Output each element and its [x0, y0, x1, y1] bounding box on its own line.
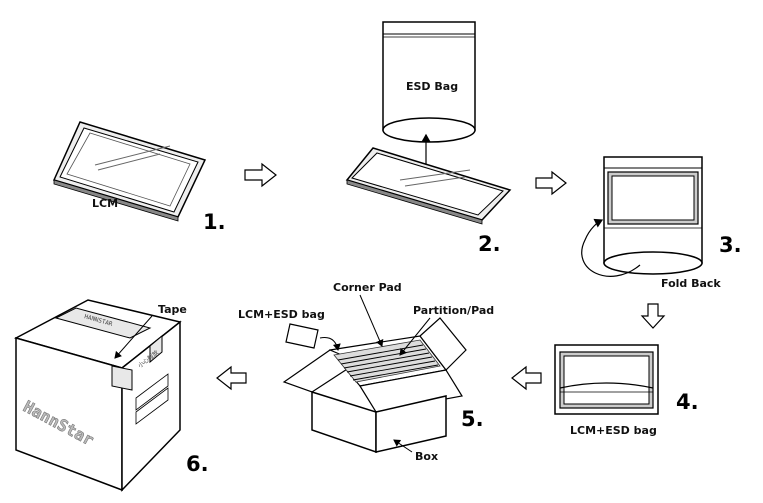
- box-label-block: [135, 373, 169, 425]
- step5-open-box: [282, 317, 467, 454]
- lcm-esd-bag-step5-label: LCM+ESD bag: [238, 308, 325, 321]
- step-4-number: 4.: [676, 390, 699, 414]
- step6-sealed-box: [13, 299, 182, 492]
- step4-folded-bag: [554, 344, 659, 415]
- corner-pad-label: Corner Pad: [333, 281, 402, 294]
- arrow-3-to-4-icon: [640, 303, 666, 329]
- arrow-1-to-2-icon: [244, 162, 277, 188]
- arrow-2-to-3-icon: [535, 170, 567, 196]
- esd-bag-label: ESD Bag: [406, 80, 458, 93]
- step2-lcm-panel: [345, 147, 512, 225]
- partition-pad-label: Partition/Pad: [413, 304, 494, 317]
- partition-pad-pointer-icon: [399, 317, 431, 356]
- fold-back-label: Fold Back: [661, 277, 721, 290]
- insert-bag-arrow-icon: [319, 337, 341, 351]
- tape-label: Tape: [158, 303, 187, 316]
- step3-bagged-lcm: [603, 156, 703, 275]
- arrow-4-to-5-icon: [511, 365, 542, 391]
- fold-back-arrow-icon: [581, 218, 641, 277]
- corner-pad-pointer-icon: [359, 294, 384, 347]
- partition-lines: [337, 344, 439, 381]
- step1-lcm-panel: [52, 121, 207, 222]
- step-3-number: 3.: [719, 233, 742, 257]
- step-1-number: 1.: [203, 210, 226, 234]
- lcm-esd-bag-step4-label: LCM+ESD bag: [570, 424, 657, 437]
- box-pointer-icon: [393, 439, 413, 453]
- step2-esd-bag: [382, 21, 476, 143]
- arrow-5-to-6-icon: [216, 365, 247, 391]
- step-6-number: 6.: [186, 452, 209, 476]
- tape-pointer-icon: [114, 315, 153, 359]
- box-label: Box: [415, 450, 438, 463]
- step-2-number: 2.: [478, 232, 501, 256]
- step-5-number: 5.: [461, 407, 484, 431]
- lcm-label: LCM: [92, 197, 118, 210]
- step5-small-bag: [285, 323, 319, 349]
